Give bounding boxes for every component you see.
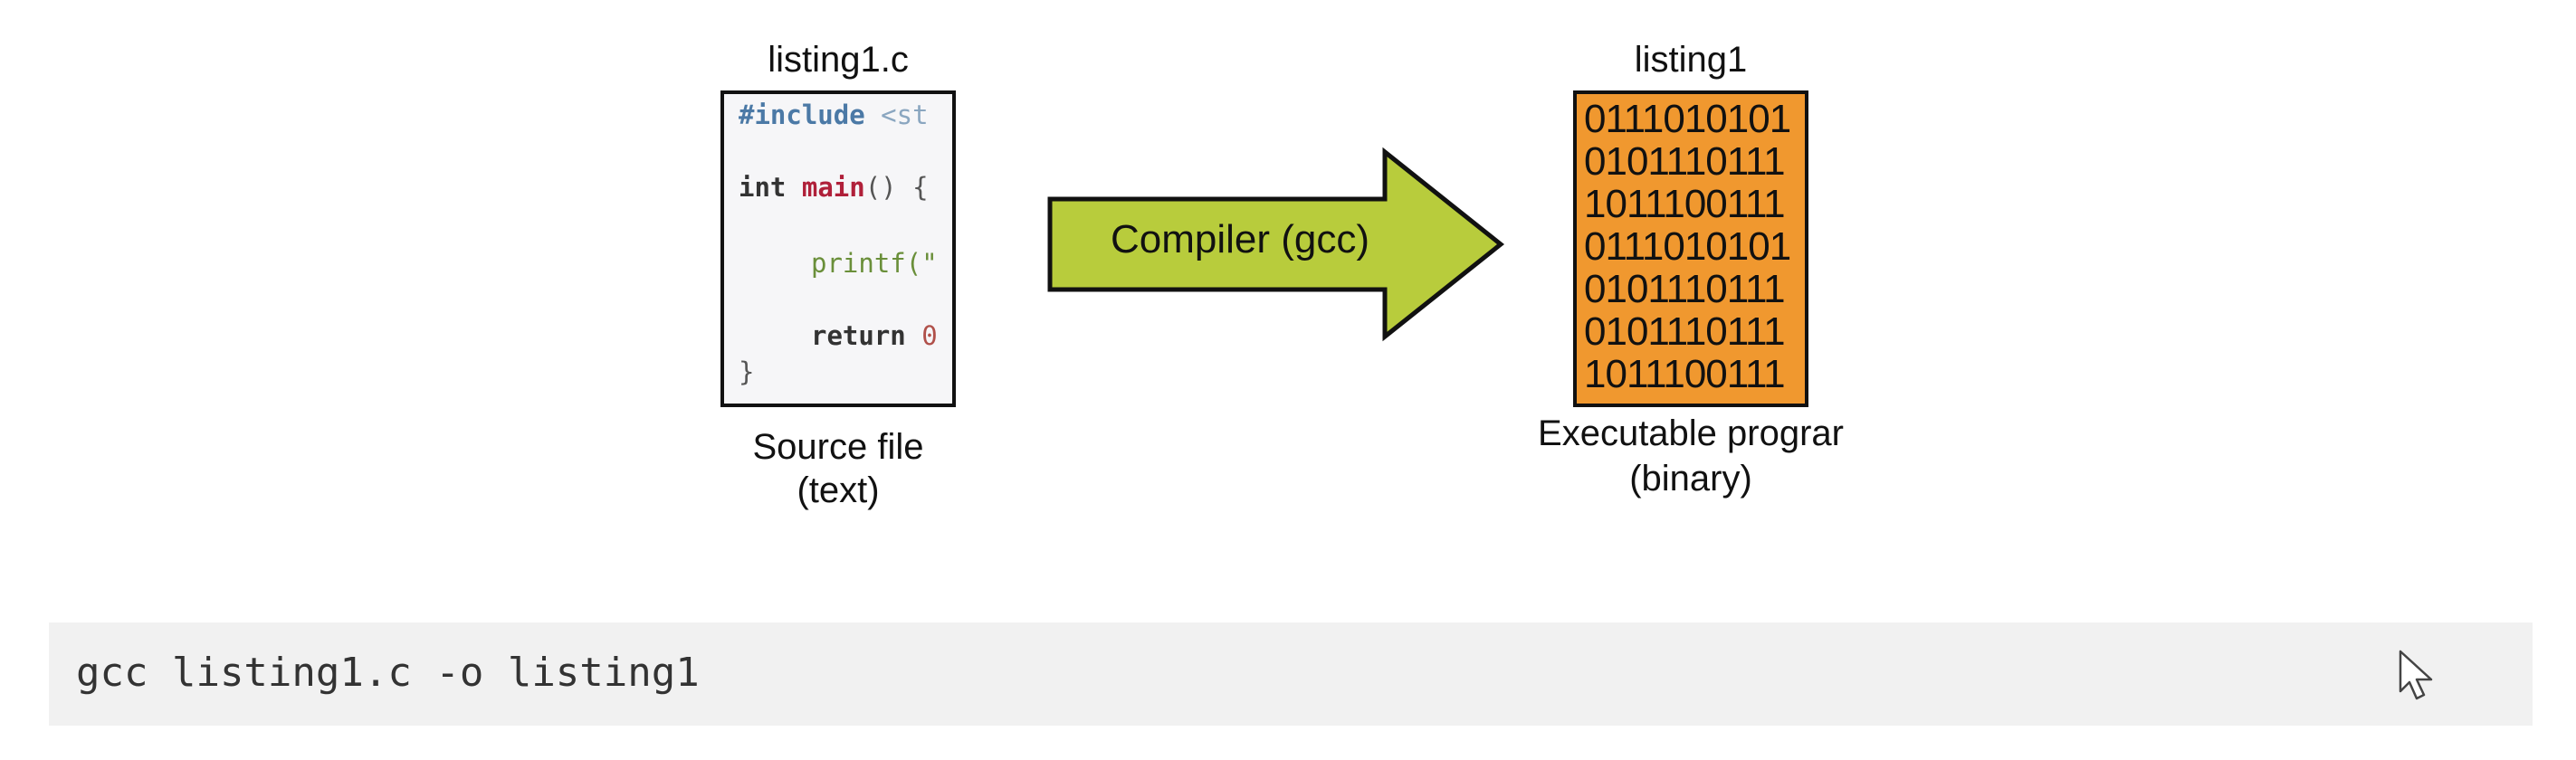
command-text: gcc listing1.c -o listing1 (76, 650, 700, 696)
binary-line: 0101110111 (1584, 139, 1786, 184)
code-line-main: int main() { (739, 172, 929, 203)
source-file-caption: Source file (text) (675, 425, 1001, 512)
binary-line: 0111010101 (1584, 97, 1791, 141)
code-line-printf: printf(" (811, 248, 938, 279)
include-arg: <st (864, 100, 929, 130)
compiler-arrow-icon (1047, 147, 1505, 342)
executable-box: 0111010101 0101110111 1011100111 0111010… (1573, 90, 1808, 407)
binary-line: 0101110111 (1584, 309, 1786, 354)
binary-line: 1011100111 (1584, 182, 1786, 226)
code-line-return: return 0 (811, 320, 938, 351)
executable-caption: Executable prograr (binary) (1465, 411, 1917, 501)
mouse-cursor-icon (2399, 650, 2433, 700)
main-function: main (801, 172, 865, 203)
executable-title: listing1 (1634, 40, 1748, 80)
code-line-include: #include <st (739, 100, 929, 130)
source-file-title: listing1.c (768, 40, 909, 80)
code-line-close: } (739, 356, 754, 387)
command-code-block (49, 622, 2533, 726)
binary-line: 1011100111 (1584, 352, 1786, 396)
return-value: 0 (921, 320, 938, 351)
include-keyword: #include (739, 100, 865, 130)
executable-caption-line1: Executable prograr (1538, 413, 1844, 453)
close-brace: } (739, 356, 755, 387)
compiler-label: Compiler (gcc) (1110, 217, 1370, 261)
binary-line: 0101110111 (1584, 267, 1786, 311)
executable-caption-line2: (binary) (1629, 459, 1752, 499)
main-rest: () { (864, 172, 929, 203)
return-keyword: return (811, 320, 906, 351)
printf-call: printf(" (811, 248, 938, 279)
source-file-box: #include <st int main() { printf(" retur… (720, 90, 956, 407)
binary-line: 0111010101 (1584, 224, 1791, 269)
source-caption-line2: (text) (797, 470, 880, 510)
int-keyword: int (739, 172, 787, 203)
source-caption-line1: Source file (752, 427, 924, 467)
